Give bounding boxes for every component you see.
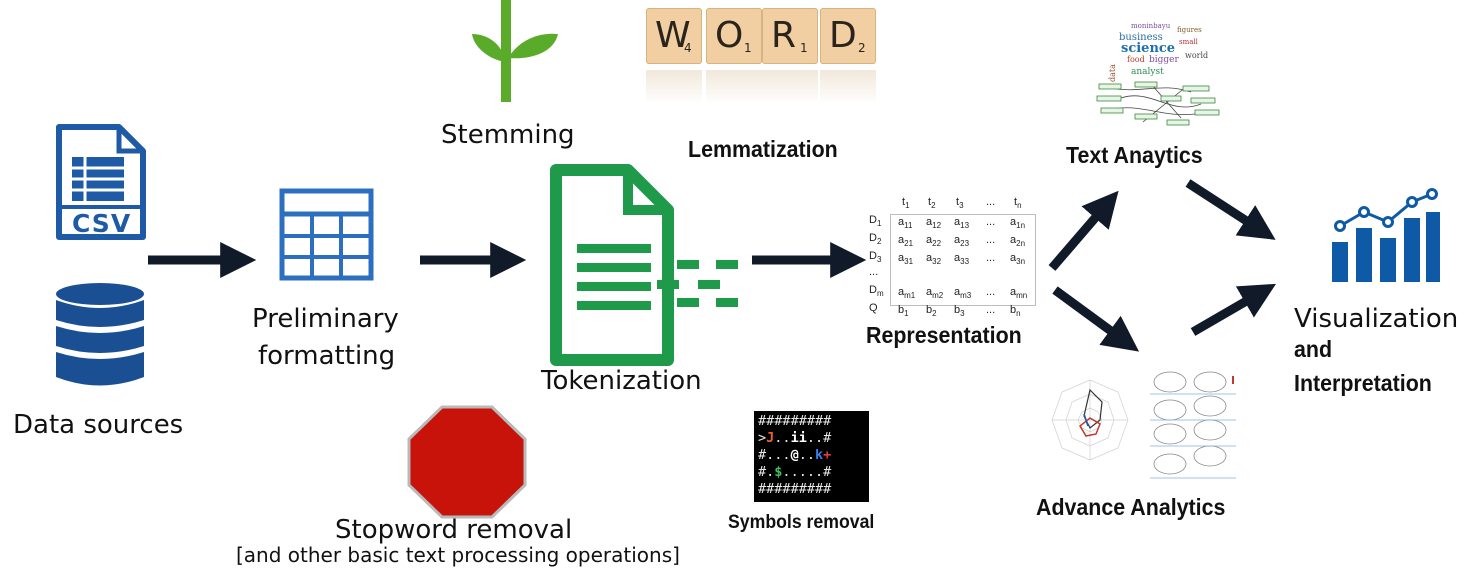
representation-matrix: t1 t2 t3 ... tn D1 a11 a12 a13 ... a1n D… [866, 192, 1038, 322]
matrix-col-header: ... [986, 196, 996, 208]
wordcloud-word: analyst [1131, 67, 1164, 77]
wordcloud-word: world [1185, 51, 1208, 60]
label-formatting: formatting [258, 341, 396, 371]
wordcloud-network-image: moninbayu data business figures science … [1076, 22, 1220, 126]
label-text-analytics: Text Anaytics [1066, 142, 1203, 168]
matrix-cell: b1 [898, 304, 909, 319]
wordcloud-word: food [1127, 55, 1145, 64]
matrix-row-head: Dm [869, 284, 884, 299]
matrix-cell: ... [986, 234, 996, 246]
matrix-cell: b3 [954, 304, 965, 319]
text-analytics-thumbnail: moninbayu data business figures science … [1076, 18, 1227, 128]
matrix-cell: a13 [954, 216, 970, 231]
matrix-cell: am1 [898, 286, 916, 301]
matrix-row-head: Q [869, 302, 878, 314]
matrix-cell: a2n [1010, 234, 1026, 249]
wordcloud-word: small [1179, 38, 1199, 46]
csv-file-icon [56, 124, 146, 240]
matrix-cell: a32 [926, 252, 942, 267]
matrix-cell: a33 [954, 252, 970, 267]
matrix-cell: b2 [926, 304, 937, 319]
matrix-col-header: t1 [902, 196, 910, 211]
terminal-symbols-image: #########>J..ii..##...@..k+#.$.....#####… [754, 411, 869, 502]
matrix-cell: a1n [1010, 216, 1026, 231]
arrow-advance-to-viz [1190, 283, 1277, 336]
matrix-col-header: t2 [928, 196, 936, 211]
matrix-cell: a31 [898, 252, 914, 267]
matrix-cell: a12 [926, 216, 942, 231]
plant-stem-icon [472, 0, 558, 102]
bar-line-chart-icon [1332, 188, 1440, 282]
label-interpretation: Interpretation [1294, 370, 1432, 396]
matrix-cell: a3n [1010, 252, 1026, 267]
matrix-row-head: ... [869, 266, 879, 278]
matrix-row-head: D3 [869, 250, 882, 265]
database-icon [56, 283, 144, 386]
wordcloud-word: bigger [1149, 55, 1179, 65]
wordcloud-word: moninbayu [1131, 22, 1171, 30]
csv-icon-text: CSV [72, 209, 132, 238]
matrix-col-header: tn [1014, 196, 1022, 211]
label-preliminary: Preliminary [252, 304, 399, 334]
label-other-operations: [and other basic text processing operati… [236, 543, 680, 567]
label-stemming: Stemming [441, 120, 575, 150]
matrix-row-head: D2 [869, 232, 882, 247]
matrix-cell: ... [986, 252, 996, 264]
terminal-line: ######### [758, 413, 832, 429]
matrix-cell: a23 [954, 234, 970, 249]
tokenization-document-icon [550, 164, 738, 366]
arrow-repr-to-text [1048, 190, 1119, 271]
wordcloud-word: science [1121, 41, 1175, 56]
stop-sign-icon [407, 405, 527, 519]
radar-bubble-image [1051, 371, 1236, 479]
matrix-cell: a22 [926, 234, 942, 249]
wordcloud-word: figures [1177, 26, 1202, 34]
matrix-cell: a21 [898, 234, 914, 249]
terminal-line: ######### [758, 481, 832, 497]
matrix-cell: ... [986, 216, 996, 228]
label-data-sources: Data sources [13, 410, 184, 440]
table-icon [279, 188, 374, 281]
matrix-cell: bn [1010, 304, 1021, 319]
label-advance-analytics: Advance Analytics [1036, 494, 1226, 520]
matrix-col-header: t3 [956, 196, 964, 211]
terminal-line: #...@..k+ [758, 447, 832, 463]
arrow-repr-to-advance [1052, 286, 1140, 352]
label-symbols-removal: Symbols removal [728, 512, 875, 533]
matrix-cell: am3 [954, 286, 972, 301]
matrix-cell: am2 [926, 286, 944, 301]
label-stopword-removal: Stopword removal [335, 515, 573, 545]
arrow-text-to-viz [1185, 179, 1276, 240]
wordcloud-word: data [1108, 64, 1117, 82]
advance-analytics-thumbnail [1040, 368, 1240, 488]
label-and: and [1294, 336, 1333, 362]
label-representation: Representation [866, 322, 1022, 348]
matrix-cell: a11 [898, 216, 913, 231]
wordcloud-word: business [1119, 32, 1163, 43]
terminal-line: >J..ii..# [758, 430, 832, 446]
label-tokenization: Tokenization [541, 366, 702, 396]
matrix-row-head: D1 [869, 214, 882, 229]
matrix-cell: amn [1010, 286, 1028, 301]
matrix-cell: ... [986, 286, 996, 298]
label-lemmatization: Lemmatization [688, 136, 838, 162]
label-visualization: Visualization [1294, 304, 1459, 334]
terminal-line: #.$.....# [758, 464, 832, 480]
matrix-cell: ... [986, 304, 996, 316]
